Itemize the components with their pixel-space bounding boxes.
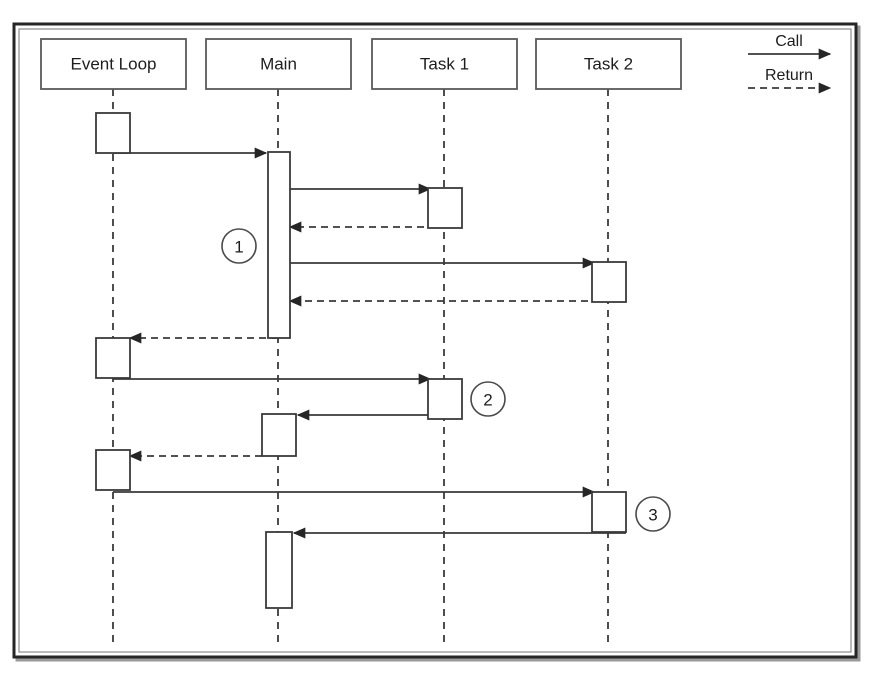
activation-bar-task-1-act-1[interactable] — [427, 187, 463, 229]
step-badge-number: 1 — [234, 238, 243, 257]
step-badge-number: 3 — [648, 506, 657, 525]
legend-item-return: Return — [748, 67, 832, 94]
activation-bar-main-act-2[interactable] — [261, 413, 297, 457]
frame-outer-border — [12, 22, 858, 659]
activation-bar-task-2-act-3[interactable] — [591, 491, 627, 533]
lifeline-header-box — [205, 38, 352, 90]
legend-label-call: Call — [775, 33, 803, 50]
step-badge-circle — [221, 228, 257, 264]
activation-bar-event-loop-act-3[interactable] — [95, 449, 131, 491]
lifeline-headers-group: Event Loop Main Task 1 Task 2 — [40, 38, 682, 90]
lifeline-header-box — [371, 38, 518, 90]
step-badge-circle — [470, 381, 506, 417]
lifeline-title-label: Task 1 — [420, 54, 469, 73]
diagram-frame — [12, 22, 861, 662]
step-badge-1[interactable]: 1 — [221, 228, 257, 264]
activation-bar-event-loop-act-1[interactable] — [95, 112, 131, 154]
activation-bar-main-act-1[interactable] — [267, 151, 291, 339]
message-arrows-group — [113, 147, 626, 539]
activation-bars-group — [95, 112, 627, 609]
step-badge-number: 2 — [483, 391, 492, 410]
activation-bar-task-2-act-1[interactable] — [591, 261, 627, 303]
step-badge-3[interactable]: 3 — [635, 496, 671, 532]
activation-bar-main-act-3[interactable] — [265, 531, 293, 609]
lifeline-title-label: Task 2 — [584, 54, 633, 73]
lifeline-header-main[interactable]: Main — [205, 38, 352, 90]
activation-bar-task-1-act-2[interactable] — [427, 378, 463, 420]
frame-inner-border — [18, 28, 852, 653]
lifeline-header-task-2[interactable]: Task 2 — [535, 38, 682, 90]
step-badge-2[interactable]: 2 — [470, 381, 506, 417]
legend-item-call: Call — [748, 33, 832, 60]
step-badge-circle — [635, 496, 671, 532]
lifeline-header-task-1[interactable]: Task 1 — [371, 38, 518, 90]
activation-bar-event-loop-act-2[interactable] — [95, 337, 131, 379]
lifeline-header-event-loop[interactable]: Event Loop — [40, 38, 187, 90]
lifeline-header-box — [535, 38, 682, 90]
step-badges-group: 1 2 3 — [221, 228, 671, 532]
lifeline-header-box — [40, 38, 187, 90]
lifeline-title-label: Main — [260, 54, 297, 73]
lifeline-title-label: Event Loop — [70, 54, 156, 73]
legend-label-return: Return — [765, 67, 813, 84]
